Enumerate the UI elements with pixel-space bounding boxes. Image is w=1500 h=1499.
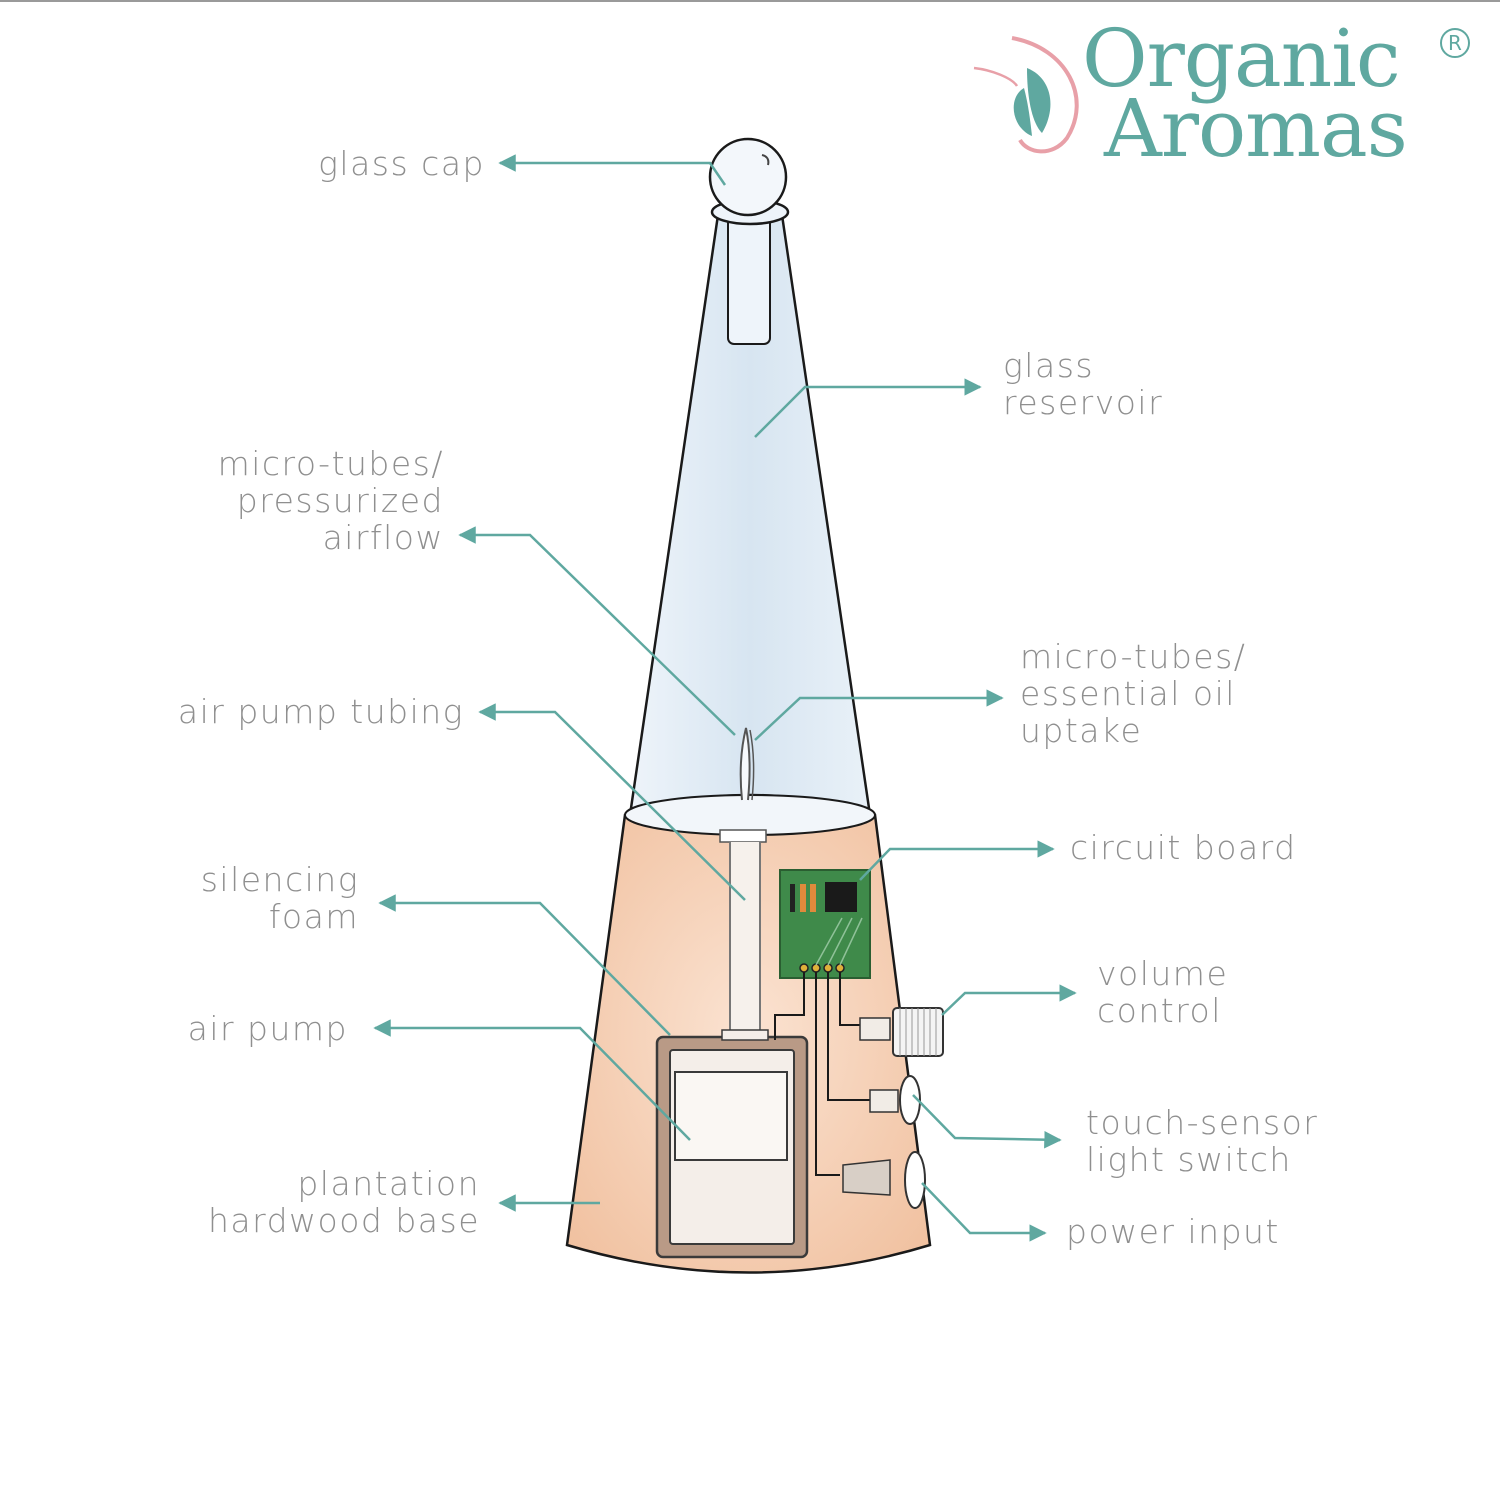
top-rule xyxy=(0,0,1500,2)
label-silencing-foam: silencing foam xyxy=(200,860,359,936)
wiring xyxy=(774,972,870,1176)
micro-tubes xyxy=(719,727,767,843)
registered-mark: R xyxy=(1440,28,1470,58)
brand-name-line2: Aromas xyxy=(1104,82,1408,175)
leader-lines xyxy=(373,154,1077,1242)
label-power-input: power input xyxy=(1066,1212,1280,1251)
label-touch-sensor: touch-sensor light switch xyxy=(1086,1103,1319,1179)
label-air-pump: air pump xyxy=(187,1009,348,1048)
label-micro-tubes-uptake: micro-tubes/ essential oil uptake xyxy=(1020,637,1247,750)
glass-reservoir xyxy=(628,211,872,817)
label-micro-tubes-airflow: micro-tubes/ pressurized airflow xyxy=(217,444,444,557)
air-pump-tubing xyxy=(729,842,761,1040)
touch-sensor-switch xyxy=(869,1075,921,1125)
label-plantation-base: plantation hardwood base xyxy=(207,1164,480,1240)
butterfly-logo-icon xyxy=(973,36,1079,154)
power-input-jack xyxy=(842,1151,926,1209)
air-pump-assembly xyxy=(655,1029,809,1259)
label-glass-reservoir: glass reservoir xyxy=(1003,346,1164,422)
label-glass-cap: glass cap xyxy=(318,144,485,183)
volume-knob xyxy=(859,1007,944,1057)
circuit-board xyxy=(779,869,871,979)
label-air-pump-tubing: air pump tubing xyxy=(177,692,464,731)
glass-cap xyxy=(708,137,790,226)
label-volume-control: volume control xyxy=(1097,954,1229,1030)
brand-logo: Organic Aromas R xyxy=(1082,12,1482,175)
label-circuit-board: circuit board xyxy=(1070,828,1297,867)
brand-name-line1: Organic xyxy=(1082,12,1401,105)
